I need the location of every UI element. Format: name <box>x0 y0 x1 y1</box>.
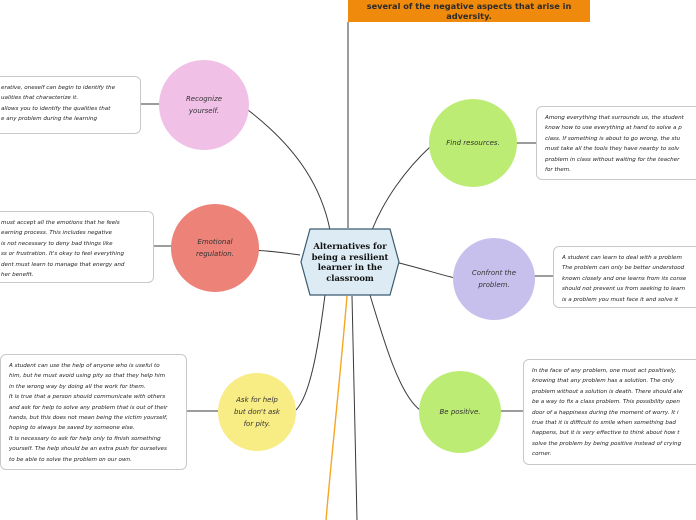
node-positive-label: Be positive. <box>439 408 481 416</box>
box-confront: A student can learn to deal with a probl… <box>553 246 696 308</box>
connector-center-ask <box>295 294 326 411</box>
connector-center-confront <box>394 261 456 279</box>
connector-center-recognize <box>247 109 331 231</box>
connector-orange-line <box>325 295 348 520</box>
connector-center-positive <box>369 294 421 411</box>
top-banner: several of the negative aspects that ari… <box>348 0 590 22</box>
node-confront[interactable]: Confront the problem. <box>453 238 535 320</box>
node-ask[interactable]: Ask for help but don't ask for pity. <box>218 373 296 451</box>
box-positive: In the face of any problem, one must act… <box>523 359 696 465</box>
central-topic-label: Alternatives for being a resilient learn… <box>311 241 389 283</box>
node-recognize-label: Recognize yourself. <box>185 95 223 115</box>
box-resources: Among everything that surrounds us, the … <box>536 106 696 180</box>
node-confront-label: Confront the problem. <box>471 269 517 289</box>
node-ask-label: Ask for help but don't ask for pity. <box>234 396 280 428</box>
box-emotional: must accept all the emotions that he fee… <box>0 211 154 283</box>
node-resources-label: Find resources. <box>446 139 500 147</box>
node-recognize[interactable]: Recognize yourself. <box>159 60 249 150</box>
central-hexagon-shape <box>300 228 400 296</box>
connector-center-resources <box>371 145 432 231</box>
node-positive[interactable]: Be positive. <box>419 371 501 453</box>
node-emotional[interactable]: Emotional regulation. <box>171 204 259 292</box>
box-ask: A student can use the help of anyone who… <box>0 354 187 470</box>
connector-bottom-vertical <box>351 295 358 520</box>
node-emotional-label: Emotional regulation. <box>196 238 234 258</box>
central-topic[interactable]: Alternatives for being a resilient learn… <box>300 228 400 296</box>
node-resources[interactable]: Find resources. <box>429 99 517 187</box>
box-recognize: erative, oneself can begin to identify t… <box>0 76 141 134</box>
